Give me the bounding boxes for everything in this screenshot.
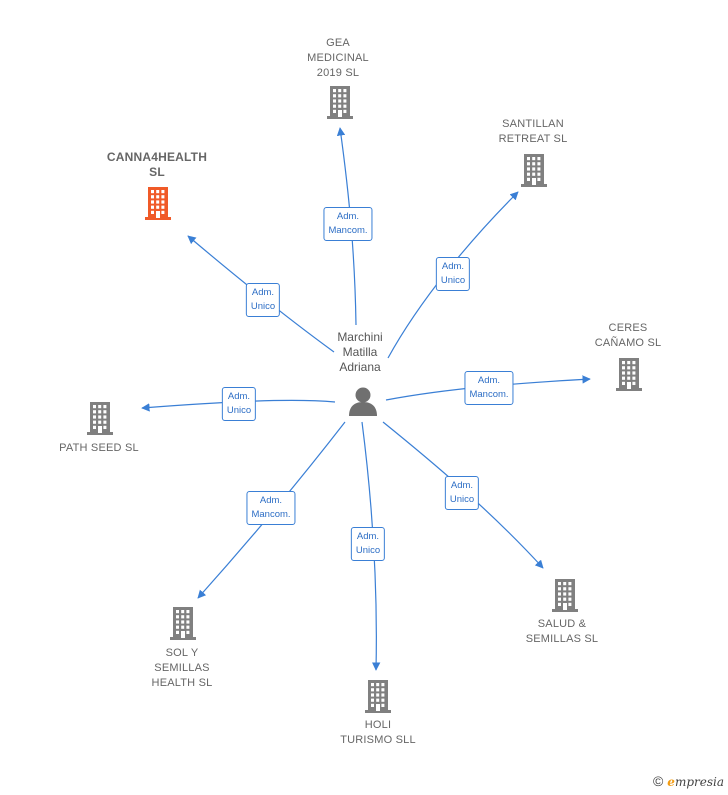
relation-badge-holi: Adm. Unico [350, 527, 386, 561]
center-person-name[interactable]: Marchini Matilla Adriana [337, 330, 383, 374]
company-label-holi[interactable]: HOLI TURISMO SLL [340, 719, 416, 746]
brand-logo: empresia [667, 775, 724, 789]
building-icon[interactable] [613, 357, 645, 391]
building-icon[interactable] [362, 679, 394, 713]
relation-badge-canna: Adm. Unico [245, 283, 281, 317]
person-icon[interactable] [347, 386, 379, 416]
building-icon[interactable] [142, 186, 174, 220]
relation-badge-ceres: Adm. Mancom. [464, 371, 514, 405]
company-label-santillan[interactable]: SANTILLAN RETREAT SL [498, 118, 568, 145]
copyright-symbol: © [652, 773, 664, 789]
company-label-sol[interactable]: SOL Y SEMILLAS HEALTH SL [151, 647, 213, 689]
company-label-ceres[interactable]: CERES CAÑAMO SL [594, 322, 662, 349]
relation-badge-gea: Adm. Mancom. [323, 207, 373, 241]
relation-badge-pathseed: Adm. Unico [221, 387, 257, 421]
company-label-canna[interactable]: CANNA4HEALTH SL [106, 150, 208, 179]
relation-badge-sol: Adm. Mancom. [246, 491, 296, 525]
building-icon[interactable] [84, 401, 116, 435]
building-icon[interactable] [518, 153, 550, 187]
footer-brand: ©empresia [653, 773, 724, 789]
company-label-gea[interactable]: GEA MEDICINAL 2019 SL [307, 37, 369, 79]
relation-badge-salud: Adm. Unico [444, 476, 480, 510]
relation-badge-santillan: Adm. Unico [435, 257, 471, 291]
company-label-pathseed[interactable]: PATH SEED SL [59, 442, 139, 454]
building-icon[interactable] [167, 606, 199, 640]
company-label-salud[interactable]: SALUD & SEMILLAS SL [525, 618, 599, 645]
building-icon[interactable] [324, 85, 356, 119]
building-icon[interactable] [549, 578, 581, 612]
